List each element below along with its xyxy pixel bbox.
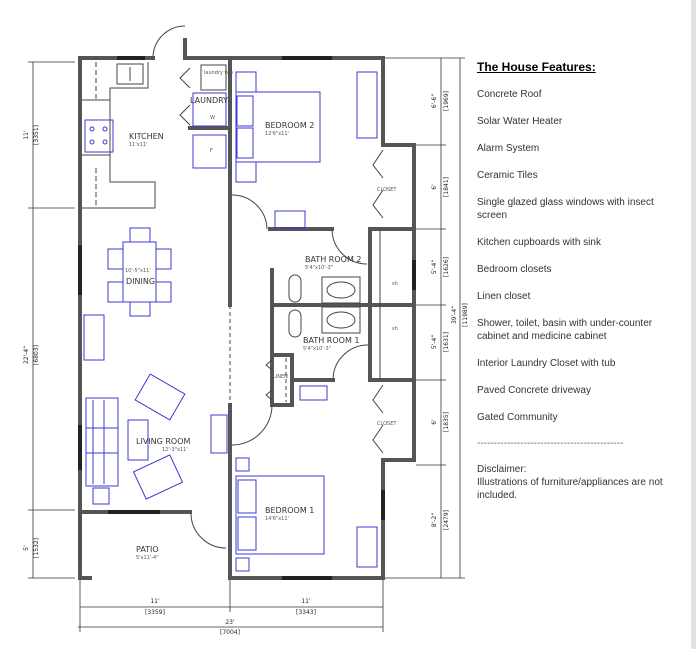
sink-icon	[116, 63, 144, 85]
windows	[78, 56, 416, 580]
feature-item: Interior Laundry Closet with tub	[477, 358, 616, 369]
svg-text:[3359]: [3359]	[145, 609, 165, 616]
feature-item: Solar Water Heater	[477, 116, 563, 127]
svg-text:[6803]: [6803]	[33, 345, 40, 365]
separator: ----------------------------------------…	[477, 438, 624, 449]
living-furniture	[85, 373, 228, 505]
svg-text:11': 11'	[150, 598, 160, 605]
bedroom1-label: BEDROOM 1	[265, 506, 314, 515]
svg-text:6'-6": 6'-6"	[431, 94, 438, 108]
feature-item: Shower, toilet, basin with under-counter…	[477, 318, 653, 342]
svg-text:F: F	[210, 148, 213, 154]
svg-text:6': 6'	[431, 419, 438, 425]
svg-text:14'6"x11': 14'6"x11'	[265, 516, 289, 522]
svg-text:W: W	[210, 115, 215, 121]
svg-text:[1841]: [1841]	[443, 177, 450, 197]
svg-text:22'-4": 22'-4"	[23, 346, 30, 364]
feature-item: Gated Community	[477, 412, 558, 423]
svg-text:[2479]: [2479]	[443, 510, 450, 530]
kitchen-label: KITCHEN	[129, 132, 164, 141]
feature-item: Single glazed glass windows with insect …	[477, 197, 654, 221]
laundry-label: LAUNDRY	[190, 96, 228, 105]
scrollbar[interactable]	[691, 0, 696, 649]
bedroom2-furniture	[235, 71, 378, 229]
dining-label: DINING	[126, 277, 155, 286]
svg-text:11'x11': 11'x11'	[129, 142, 147, 148]
svg-text:6': 6'	[431, 184, 438, 190]
svg-text:23': 23'	[225, 619, 235, 626]
svg-text:11': 11'	[23, 130, 30, 140]
doors[interactable]	[152, 25, 384, 549]
svg-text:10'-5"x11': 10'-5"x11'	[125, 268, 151, 274]
stove-icon	[84, 119, 114, 153]
feature-item: Alarm System	[477, 143, 540, 154]
svg-text:8'-2": 8'-2"	[431, 513, 438, 527]
svg-text:[1631]: [1631]	[443, 332, 450, 352]
svg-text:LINEN: LINEN	[273, 374, 288, 380]
svg-text:[1969]: [1969]	[443, 91, 450, 111]
features-title: The House Features:	[477, 60, 596, 74]
feature-item: Bedroom closets	[477, 264, 552, 275]
svg-text:11': 11'	[301, 598, 311, 605]
svg-text:sh: sh	[392, 326, 398, 332]
svg-text:CLOSET: CLOSET	[377, 187, 397, 193]
floor-plan: laundry tub W F sh sh	[23, 25, 469, 636]
dimension-right: 6'-6" [1969] 6' [1841] 5'-4" [1626] 5'-4…	[385, 57, 469, 579]
svg-text:12'-3"x11': 12'-3"x11'	[162, 447, 188, 453]
svg-text:5'-4": 5'-4"	[431, 260, 438, 274]
svg-text:[1532]: [1532]	[33, 538, 40, 558]
bath2-label: BATH ROOM 2	[305, 255, 361, 264]
svg-text:[7004]: [7004]	[220, 629, 240, 636]
svg-text:[1626]: [1626]	[443, 257, 450, 277]
svg-text:[11989]: [11989]	[462, 303, 469, 327]
disclaimer-title: Disclaimer:	[477, 464, 527, 475]
bath-fixtures: sh sh	[285, 274, 398, 402]
feature-item: Ceramic Tiles	[477, 170, 538, 181]
dimension-bottom: 11' [3359] 11' [3343] 23' [7004]	[78, 580, 384, 636]
svg-text:[3351]: [3351]	[33, 125, 40, 145]
svg-text:laundry tub: laundry tub	[204, 70, 233, 76]
svg-text:5'4"x10'-3": 5'4"x10'-3"	[303, 346, 331, 352]
bedroom1-furniture	[235, 457, 378, 572]
svg-text:[3343]: [3343]	[296, 609, 316, 616]
feature-item: Linen closet	[477, 291, 531, 302]
svg-text:5'-4": 5'-4"	[431, 335, 438, 349]
feature-item: Kitchen cupboards with sink	[477, 237, 601, 248]
svg-text:12'6"x11': 12'6"x11'	[265, 131, 289, 137]
dining-table	[83, 227, 172, 361]
svg-text:5': 5'	[23, 545, 30, 551]
disclaimer-text: Illustrations of furniture/appliances ar…	[477, 477, 663, 501]
svg-text:5'x11'-4": 5'x11'-4"	[136, 555, 159, 561]
kitchen-counters	[82, 62, 156, 209]
bath1-label: BATH ROOM 1	[303, 336, 359, 345]
svg-text:sh: sh	[392, 281, 398, 287]
bedroom2-label: BEDROOM 2	[265, 121, 314, 130]
room-labels: KITCHEN 11'x11' LAUNDRY 10'-5"x11' DININ…	[125, 96, 397, 561]
walls	[78, 38, 416, 580]
patio-label: PATIO	[136, 545, 159, 554]
laundry-fixtures: laundry tub W F	[192, 64, 233, 169]
features-panel: The House Features: Concrete Roof Solar …	[477, 60, 682, 502]
svg-text:39'-4": 39'-4"	[451, 306, 458, 324]
living-label: LIVING ROOM	[136, 437, 191, 446]
dimension-left: 11' [3351] 22'-4" [6803] 5' [1532]	[23, 61, 75, 579]
svg-text:[1835]: [1835]	[443, 412, 450, 432]
feature-item: Paved Concrete driveway	[477, 385, 591, 396]
svg-text:CLOSET: CLOSET	[377, 421, 397, 427]
feature-item: Concrete Roof	[477, 89, 542, 100]
svg-text:5'4"x10'-3": 5'4"x10'-3"	[305, 265, 333, 271]
